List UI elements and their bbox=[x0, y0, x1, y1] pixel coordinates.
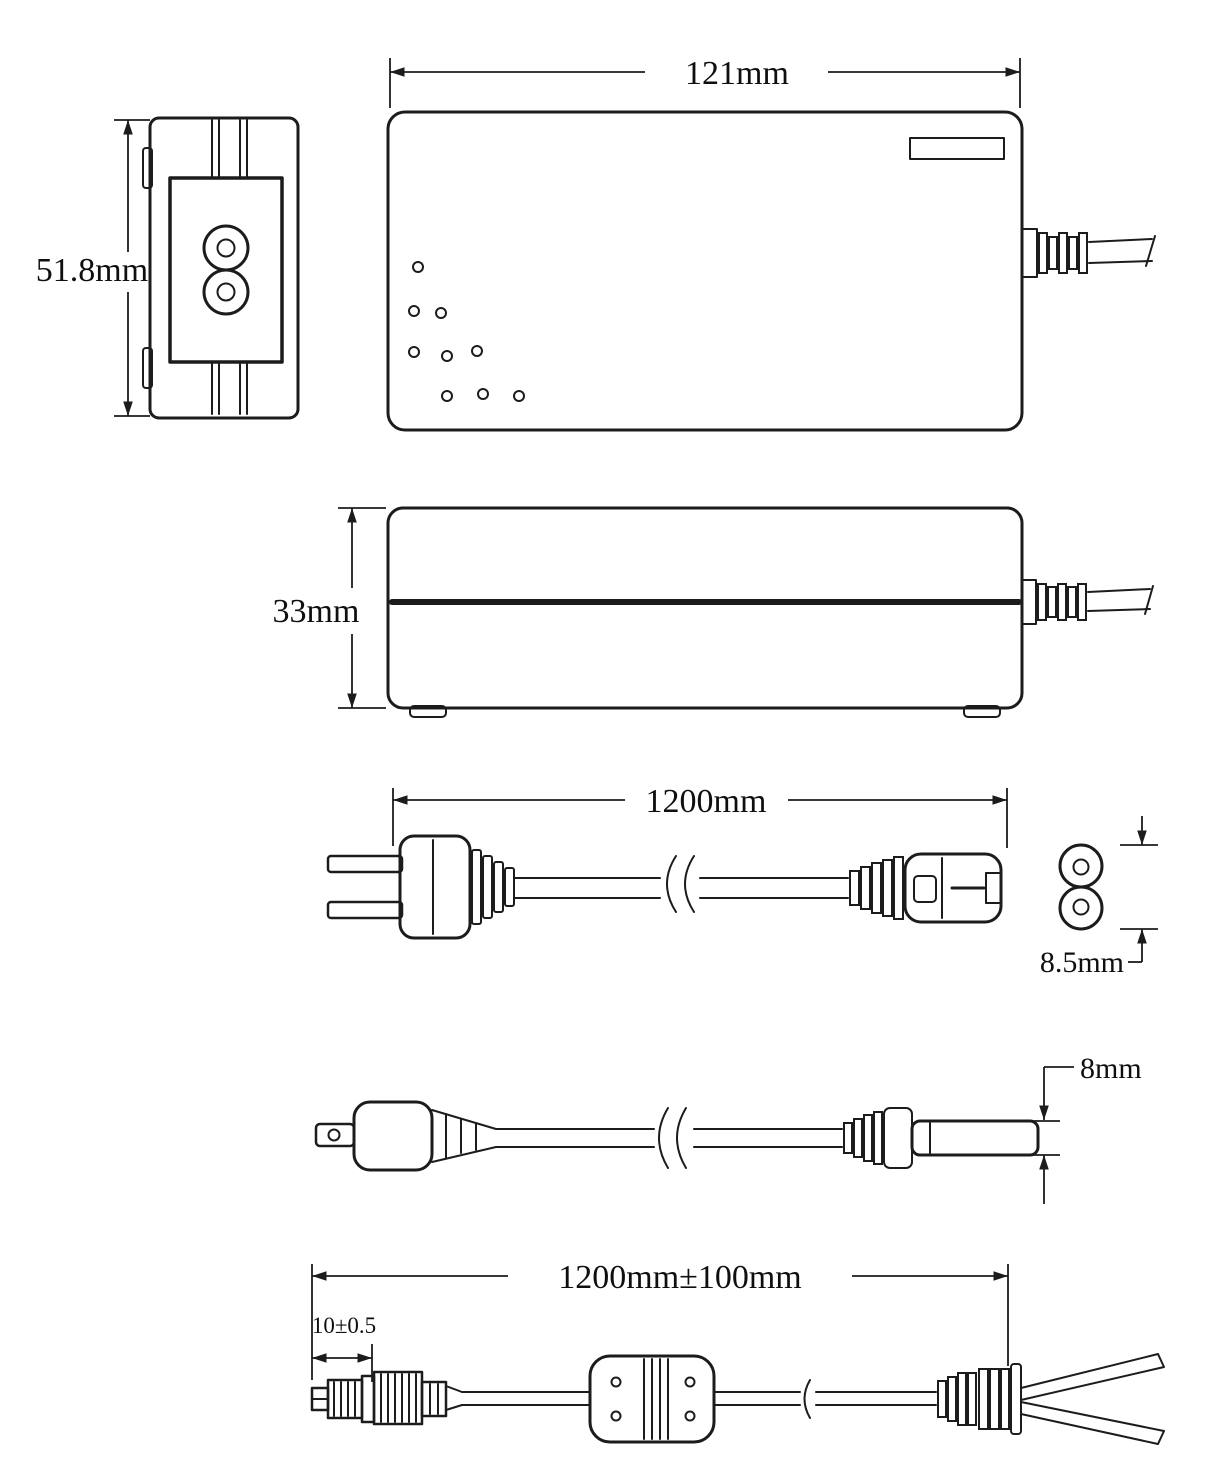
led-indicators bbox=[408, 261, 525, 402]
dim-adapter-thickness: 33mm bbox=[273, 507, 386, 709]
connector-barrel bbox=[910, 1119, 1040, 1157]
connector-collar bbox=[883, 1107, 913, 1169]
dim-ac-cord-length: 1200mm bbox=[392, 783, 1008, 848]
foot-left bbox=[409, 705, 447, 718]
ferrite-bead bbox=[588, 1354, 716, 1444]
plug-blade-side bbox=[314, 1122, 356, 1148]
dim-adapter-height: 51.8mm bbox=[36, 119, 150, 417]
c7-connector bbox=[903, 852, 1003, 924]
dim-cord-diameter: 8mm bbox=[1028, 1052, 1142, 1204]
c7-hole-bottom bbox=[1072, 898, 1090, 916]
cable-break-symbol bbox=[658, 1107, 687, 1169]
plug-blade-bottom bbox=[326, 900, 404, 920]
inlet-recess bbox=[168, 176, 284, 364]
cable-break-symbol bbox=[803, 1379, 811, 1419]
end-view-case-seams bbox=[211, 119, 248, 415]
dim-label-inlet-width: 8.5mm bbox=[1040, 946, 1124, 979]
c7-connector-face-view bbox=[1058, 843, 1104, 931]
inlet-pin-hole-bottom bbox=[216, 282, 236, 302]
dc-output-cable bbox=[310, 1353, 1165, 1445]
ac-plug-body bbox=[398, 834, 472, 940]
c7-hole-top bbox=[1072, 858, 1090, 876]
dim-label-cord-diameter: 8mm bbox=[1080, 1052, 1142, 1085]
blade-hole bbox=[327, 1128, 341, 1142]
plug-blade-top bbox=[326, 854, 404, 874]
plug-body-side bbox=[352, 1100, 434, 1172]
dim-label-dc-plug-tip: 10±0.5 bbox=[312, 1313, 376, 1338]
end-flange bbox=[1010, 1363, 1022, 1435]
cable-break-mark bbox=[1145, 235, 1156, 267]
adapter-top-view bbox=[386, 110, 1156, 432]
dc-end-strain-relief bbox=[937, 1363, 1022, 1435]
connector-strain-relief bbox=[843, 1111, 883, 1165]
end-view-tab-bottom bbox=[142, 347, 153, 389]
ac-cord-side-view bbox=[314, 1100, 1040, 1172]
dim-inlet-width: 8.5mm bbox=[1040, 816, 1158, 979]
dim-label-adapter-height: 51.8mm bbox=[36, 252, 148, 289]
cable-break-symbol bbox=[666, 855, 695, 913]
end-view-tab-top bbox=[142, 147, 153, 189]
dim-label-dc-cord-length: 1200mm±100mm bbox=[558, 1259, 801, 1296]
dim-label-adapter-width: 121mm bbox=[685, 55, 789, 92]
bare-wire-leads bbox=[1020, 1353, 1165, 1445]
plug-taper-ribs bbox=[431, 1109, 497, 1163]
plug-strain-relief bbox=[471, 849, 515, 925]
side-view-case bbox=[386, 506, 1024, 710]
cable-break-mark bbox=[1144, 585, 1154, 615]
dim-dc-plug-tip: 10±0.5 bbox=[312, 1313, 376, 1382]
dim-label-ac-cord-length: 1200mm bbox=[646, 783, 767, 820]
dim-dc-cord-length: 1200mm±100mm bbox=[311, 1259, 1009, 1380]
dc-barrel-plug bbox=[310, 1370, 463, 1426]
end-view-case bbox=[148, 116, 300, 420]
side-view-cable-exit bbox=[1021, 579, 1154, 625]
c7-latch bbox=[913, 875, 937, 903]
label-area bbox=[909, 137, 1005, 160]
adapter-end-view bbox=[142, 116, 300, 420]
c7-strain-relief bbox=[849, 856, 904, 920]
top-view-cable-exit bbox=[1021, 228, 1156, 278]
foot-right bbox=[963, 705, 1001, 718]
c8-inlet-figure8 bbox=[202, 224, 250, 316]
ac-power-cord bbox=[326, 834, 1104, 940]
dim-adapter-width: 121mm bbox=[389, 55, 1021, 108]
adapter-side-view bbox=[386, 506, 1154, 718]
dim-label-adapter-thickness: 33mm bbox=[273, 593, 360, 630]
inlet-pin-hole-top bbox=[216, 238, 236, 258]
